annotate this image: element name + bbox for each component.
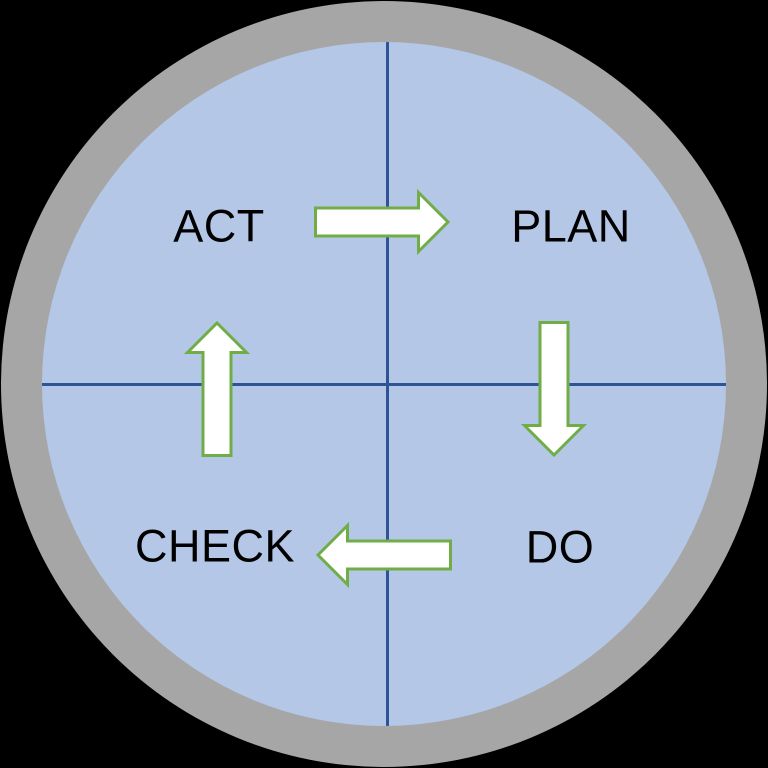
arrow-right-icon [314,188,451,256]
quadrant-label-check: CHECK [134,520,296,572]
vertical-divider-line [386,42,389,726]
quadrant-label-do: DO [525,521,595,573]
quadrant-label-plan: PLAN [511,200,631,252]
horizontal-divider-line [42,383,726,386]
quadrant-label-act: ACT [173,200,265,252]
arrow-left-icon [315,521,452,589]
arrow-up-icon [183,320,251,457]
inner-circle [42,42,726,726]
arrow-down-icon [520,321,588,458]
